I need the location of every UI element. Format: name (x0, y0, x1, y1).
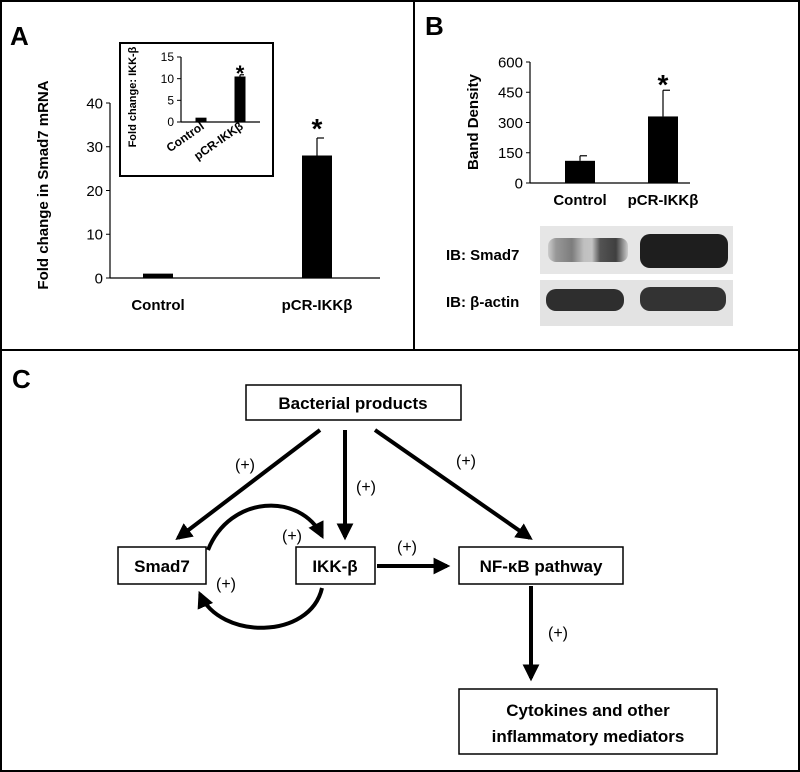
y-tick-label: 30 (86, 139, 103, 156)
blot-actin-band-ikk (640, 287, 726, 311)
bar-control (565, 160, 595, 183)
edge-label-ikk-smad7: (+) (216, 576, 236, 593)
edge-label-ikk-nfkb: (+) (397, 539, 417, 556)
panel-label-a: A (10, 21, 29, 51)
category-label: Control (553, 192, 606, 209)
y-tick-label: 5 (167, 94, 174, 108)
y-axis-label: Fold change in Smad7 mRNA (35, 80, 52, 289)
blot-actin-band-control (546, 289, 624, 311)
category-label: pCR-IKKβ (282, 297, 353, 314)
y-tick-label: 15 (161, 50, 175, 64)
edge-label-bacterial-nfkb: (+) (456, 453, 476, 470)
panel-label-c: C (12, 364, 31, 394)
edge-smad7-ikk (206, 503, 324, 551)
category-label: Control (131, 297, 184, 314)
node-nfkb (458, 546, 624, 585)
y-tick-label: 150 (498, 145, 523, 162)
y-tick-label: 600 (498, 54, 523, 71)
y-tick-label: 0 (515, 175, 523, 192)
bar-treatment (302, 155, 332, 278)
edge-label-nfkb-cytokines: (+) (548, 625, 568, 642)
significance-star: * (236, 61, 245, 86)
y-tick-label: 450 (498, 85, 523, 102)
node-cytokines (458, 688, 718, 755)
edge-label-bacterial-smad7: (+) (235, 457, 255, 474)
node-smad7-label: Smad7 (134, 557, 190, 576)
significance-star: * (658, 69, 669, 100)
y-axis-label: Fold change: IKK-β (127, 46, 139, 147)
bar-control (143, 273, 173, 278)
pathway-diagram: Bacterial products Smad7 IKK-β NF-κB pat… (117, 384, 718, 755)
category-label: pCR-IKKβ (628, 192, 699, 209)
y-tick-label: 0 (167, 115, 174, 129)
edge-ikk-smad7 (197, 587, 324, 630)
blot-label-actin: IB: β-actin (446, 294, 519, 311)
y-tick-label: 20 (86, 183, 103, 200)
y-axis-label: Band Density (465, 73, 482, 170)
node-ikk-label: IKK-β (312, 557, 357, 576)
bar-treatment (648, 116, 678, 183)
significance-star: * (312, 113, 323, 144)
edge-bacterial-nfkb (373, 428, 533, 540)
node-nfkb-label: NF-κB pathway (480, 557, 603, 576)
node-ikk-beta (295, 546, 376, 585)
edge-bacterial-smad7 (175, 428, 322, 541)
blot-smad7-band-control (548, 238, 628, 262)
y-tick-label: 40 (86, 95, 103, 112)
node-smad7 (117, 546, 207, 585)
y-tick-label: 0 (95, 270, 103, 287)
inset-frame (119, 42, 274, 177)
y-tick-label: 10 (161, 72, 175, 86)
blot-label-smad7: IB: Smad7 (446, 247, 519, 264)
node-bacterial-label: Bacterial products (278, 394, 427, 413)
y-tick-label: 300 (498, 115, 523, 132)
y-tick-label: 10 (86, 227, 103, 244)
blot-smad7-band-ikk (640, 234, 728, 268)
node-cytokines-line2: inflammatory mediators (492, 727, 685, 746)
edge-label-bacterial-ikk: (+) (356, 479, 376, 496)
panel-label-b: B (425, 11, 444, 41)
node-cytokines-line1: Cytokines and other (506, 701, 670, 720)
bar-treatment (234, 76, 246, 122)
node-bacterial-products (245, 384, 462, 421)
edge-label-smad7-ikk: (+) (282, 528, 302, 545)
bar-control (195, 117, 207, 122)
